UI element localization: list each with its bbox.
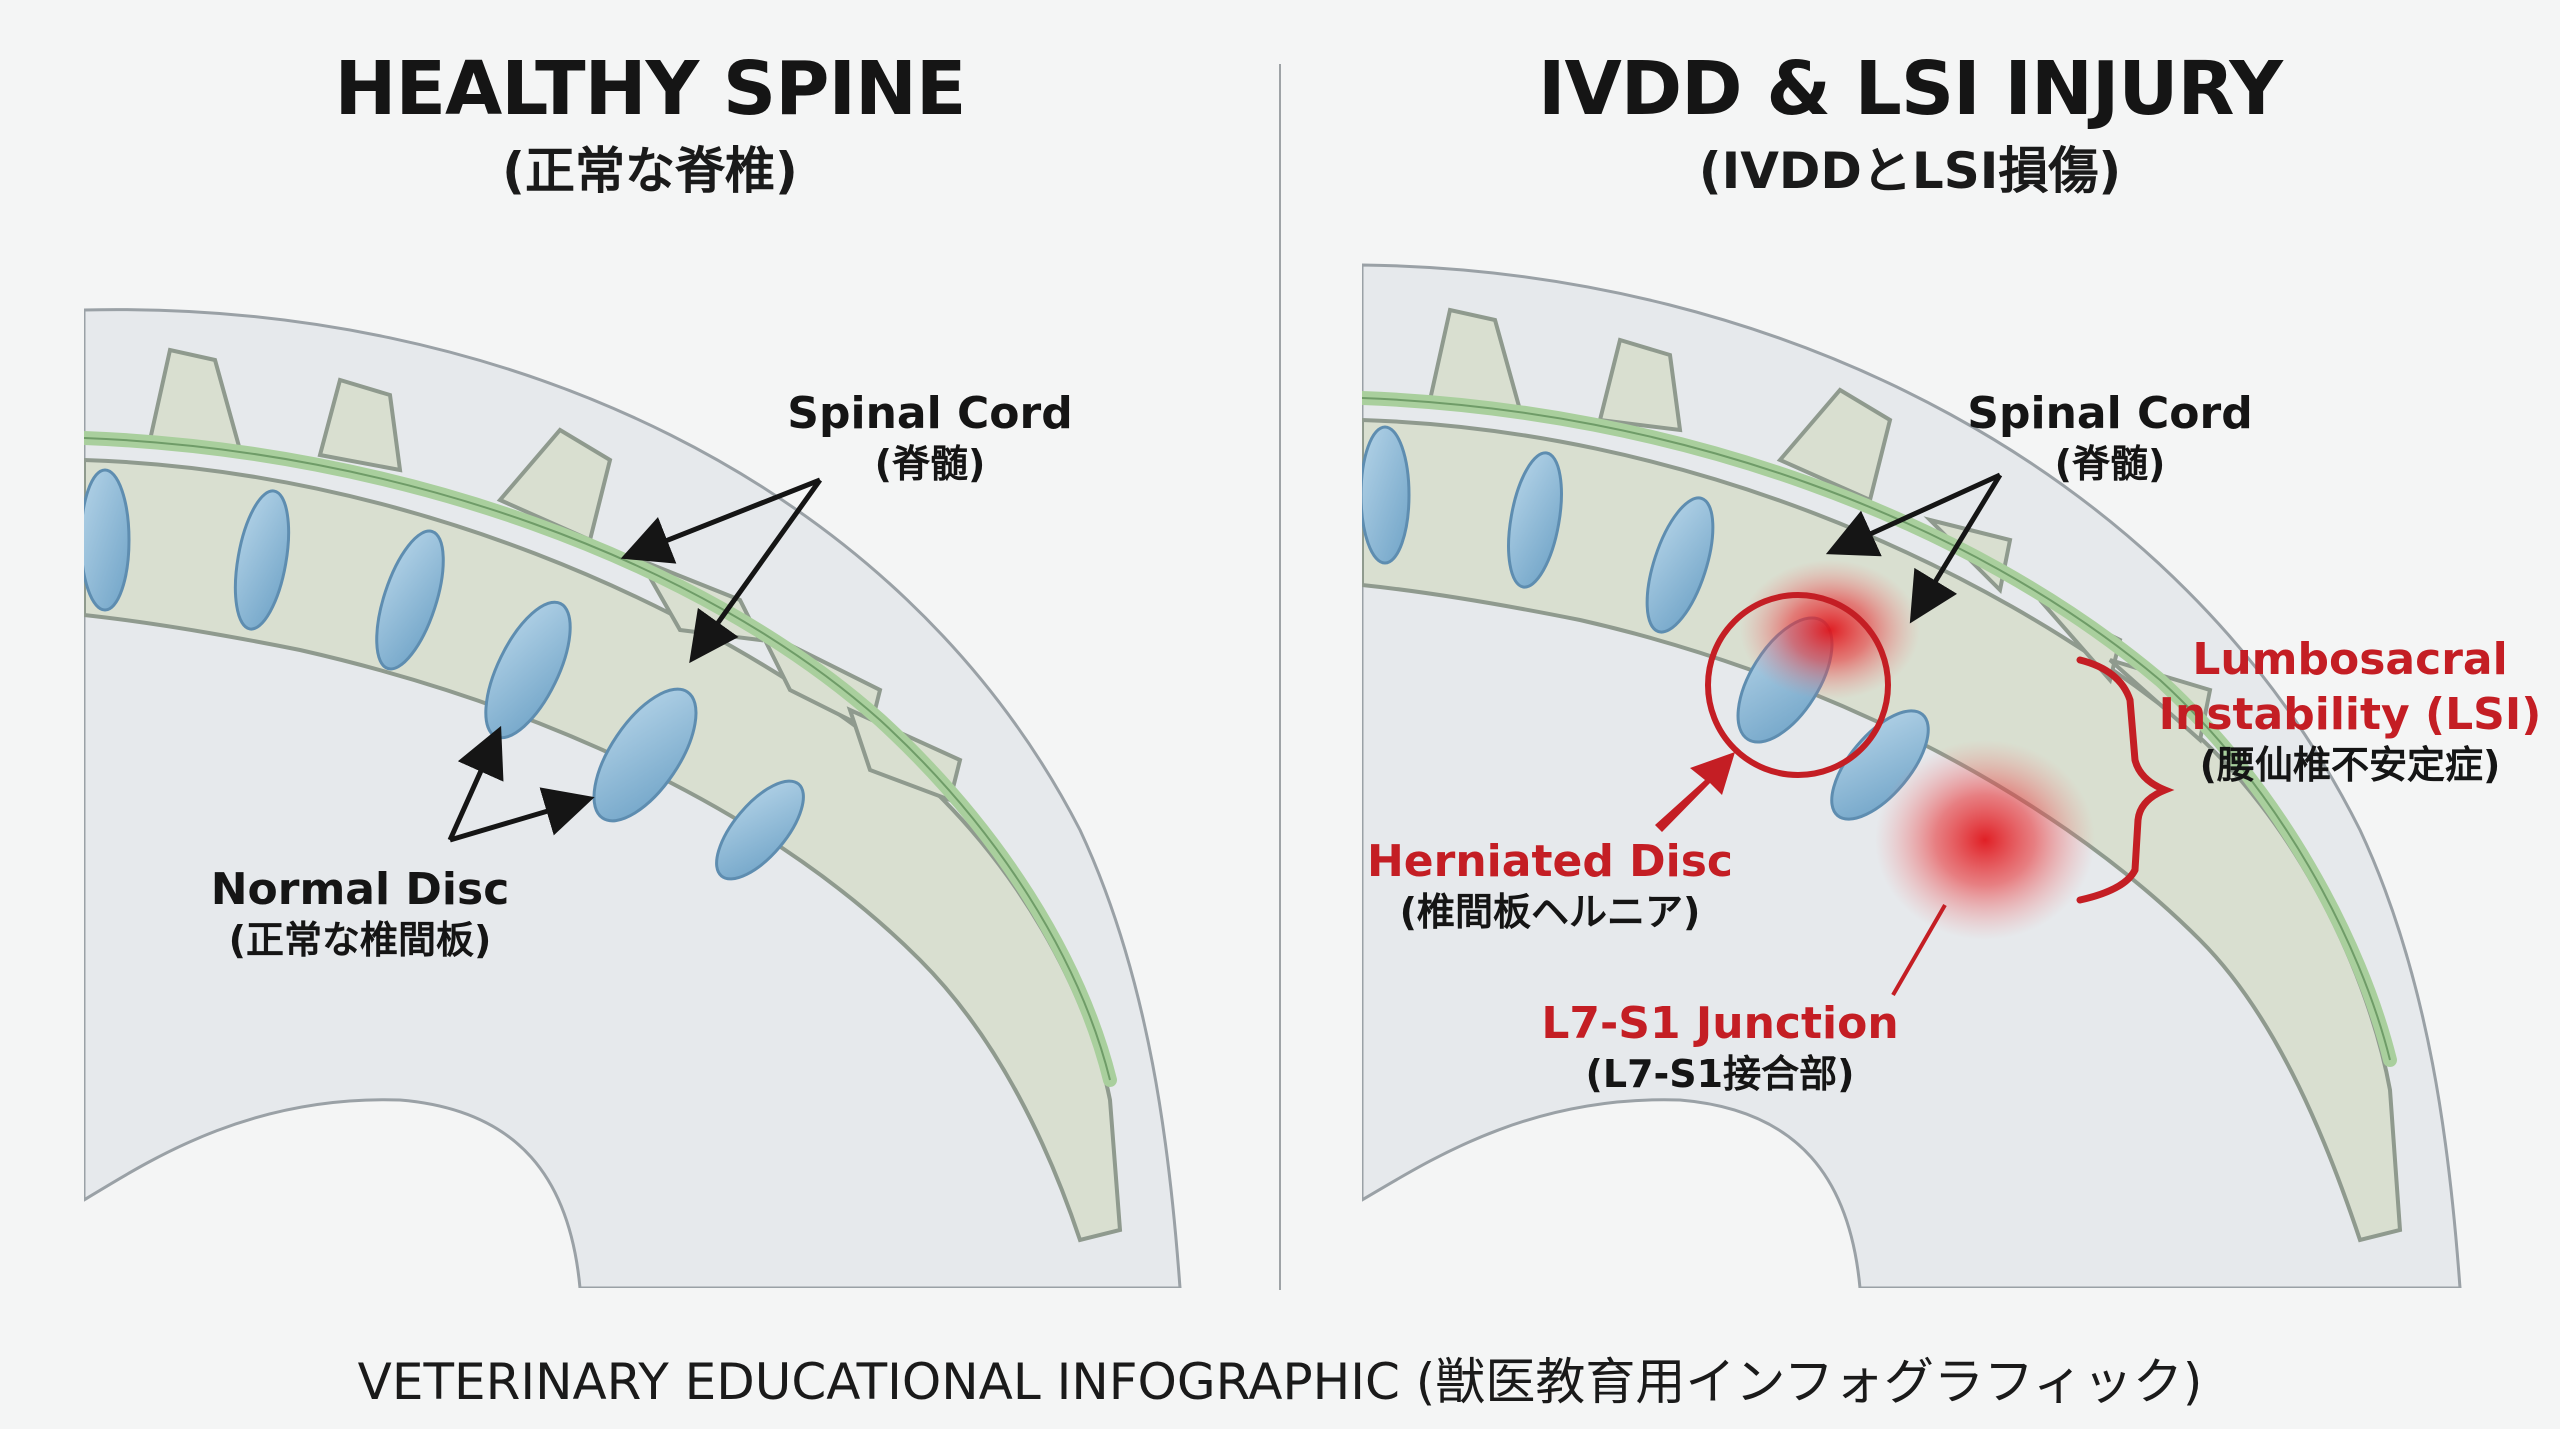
left-normal-disc-label: Normal Disc (正常な椎間板) [210,864,510,962]
l7s1-glow [1875,740,2095,940]
right-spine-group [1362,260,2470,1288]
left-panel-title: HEALTHY SPINE [334,46,967,132]
right-spinal-cord-label: Spinal Cord (脊髄) [1967,388,2253,486]
right-disc-1 [1362,425,1411,565]
left-disc-1 [84,468,131,612]
herniation-red-arrow [1655,752,1735,832]
left-disc-2 [233,489,291,631]
l7s1-junction-label: L7-S1 Junction (L7-S1接合部) [1541,998,1899,1096]
herniation-glow [1740,560,1920,700]
left-spinal-cord-label: Spinal Cord (脊髄) [787,388,1073,486]
right-disc-3 [1645,496,1715,634]
left-disc-5 [592,687,698,823]
panel-divider [1279,64,1281,1290]
lsi-bracket [2076,656,2175,904]
right-disc-2 [1507,451,1563,589]
left-vertebral-column [84,457,1123,1243]
right-vertebral-column [1362,417,2403,1243]
left-panel-subtitle: (正常な脊椎) [502,142,798,200]
herniation-circle [1705,592,1891,778]
footer-caption: VETERINARY EDUCATIONAL INFOGRAPHIC (獣医教育… [357,1353,2203,1411]
left-spine-group [84,300,1200,1288]
right-panel-title: IVDD & LSI INJURY [1537,46,2283,132]
left-disc-6 [715,779,805,881]
herniated-disc-label: Herniated Disc (椎間板ヘルニア) [1366,836,1734,934]
right-panel-subtitle: (IVDDとLSI損傷) [1698,142,2122,200]
lsi-label: Lumbosacral Instability (LSI) (腰仙椎不安定症) [2158,634,2542,787]
left-disc-3 [375,529,445,671]
